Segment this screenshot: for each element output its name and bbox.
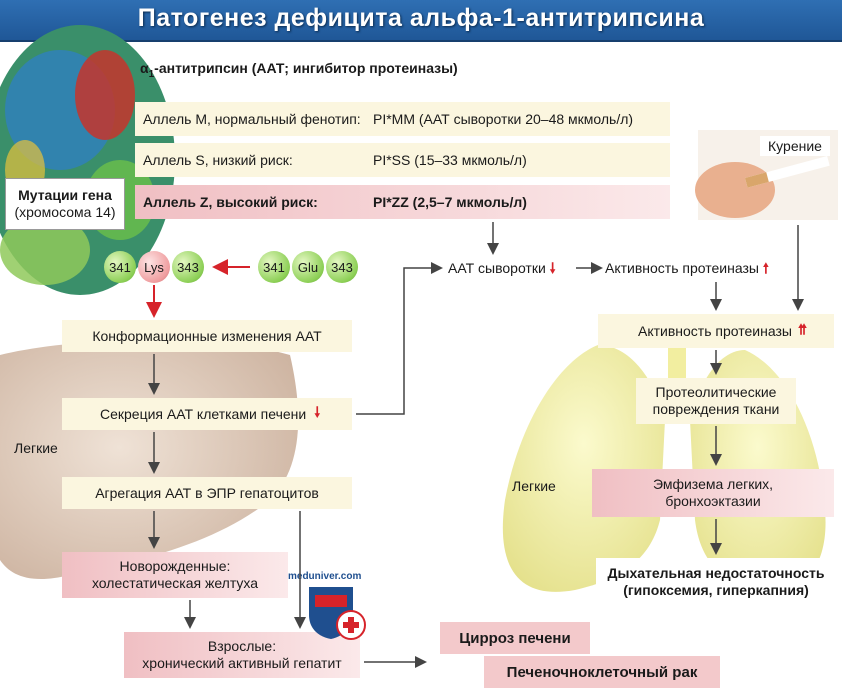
lung-label-left: Легкие xyxy=(14,440,58,456)
cirrhosis-box: Цирроз печени xyxy=(440,622,590,654)
respiratory-failure-box: Дыхательная недостаточность (гипоксемия,… xyxy=(596,558,836,606)
smoking-label: Курение xyxy=(760,136,830,156)
alpha-subscript: 1 xyxy=(148,68,155,80)
newborn-line-1: Новорожденные: xyxy=(119,557,231,574)
proteolytic-box: Протеолитические повреждения ткани xyxy=(636,378,796,424)
meduniver-logo xyxy=(309,587,366,640)
residue-343-lys: 343 xyxy=(172,251,204,283)
proteolytic-line-1: Протеолитические xyxy=(655,383,777,400)
hcc-box: Печеночноклеточный рак xyxy=(484,656,720,688)
allele-row-s: Аллель S, низкий риск: PI*SS (15–33 мкмо… xyxy=(135,143,670,177)
alpha-symbol: α xyxy=(140,60,149,76)
mutation-subtitle: (хромосома 14) xyxy=(14,204,116,220)
residue-341-glu: 341 xyxy=(258,251,290,283)
secretion-box: Секреция ААТ клетками печени 🠗 xyxy=(62,398,352,430)
serum-aat-text: ААТ сыворотки xyxy=(448,260,546,276)
lung-label-right: Легкие xyxy=(512,478,556,494)
residue-343-glu: 343 xyxy=(326,251,358,283)
watermark-text: meduniver.com xyxy=(288,571,362,582)
aat-header-text: -антитрипсин (ААТ; ингибитор протеиназы) xyxy=(154,60,458,76)
newborn-box: Новорожденные: холестатическая желтуха xyxy=(62,552,288,598)
protease-activity-box: Активность протеиназы 🠕🠕 xyxy=(598,314,834,348)
allele-row-z: Аллель Z, высокий риск: PI*ZZ (2,5–7 мкм… xyxy=(135,185,670,219)
adult-box: Взрослые: хронический активный гепатит xyxy=(124,632,360,678)
allele-z-name: Аллель Z, высокий риск: xyxy=(143,194,318,210)
arrow-down-icon: 🠗 xyxy=(314,404,321,420)
residue-lys: Lys xyxy=(138,251,170,283)
allele-s-value: PI*SS (15–33 мкмоль/л) xyxy=(373,152,527,168)
double-arrow-up-icon: 🠕🠕 xyxy=(797,321,807,337)
arrow-down-icon: 🠗 xyxy=(549,260,556,276)
arrow-up-icon: 🠕 xyxy=(762,260,769,276)
emphysema-box: Эмфизема легких, бронхоэктазии xyxy=(592,469,834,517)
mutation-box: Мутации гена (хромосома 14) xyxy=(5,178,125,230)
adult-line-2: хронический активный гепатит xyxy=(142,655,342,671)
allele-s-name: Аллель S, низкий риск: xyxy=(143,152,293,168)
allele-z-value: PI*ZZ (2,5–7 мкмоль/л) xyxy=(373,194,527,210)
aat-header: α1-антитрипсин (ААТ; ингибитор протеиназ… xyxy=(140,60,458,80)
emphysema-line-1: Эмфизема легких, xyxy=(652,475,774,492)
proteolytic-line-2: повреждения ткани xyxy=(652,401,780,417)
resp-failure-line-2: (гипоксемия, гиперкапния) xyxy=(623,582,809,598)
conformational-change-box: Конформационные изменения ААТ xyxy=(62,320,352,352)
secretion-text: Секреция ААТ клетками печени xyxy=(100,406,307,422)
residue-glu: Glu xyxy=(292,251,324,283)
adult-line-1: Взрослые: xyxy=(207,637,277,654)
allele-row-m: Аллель М, нормальный фенотип: PI*MM (ААТ… xyxy=(135,102,670,136)
title-bar xyxy=(0,0,842,42)
mutation-title: Мутации гена xyxy=(18,186,112,203)
page-title: Патогенез дефицита альфа-1-антитрипсина xyxy=(137,4,705,32)
liver-image xyxy=(0,339,299,580)
protease-activity-2-text: Активность протеиназы xyxy=(638,323,792,339)
resp-failure-line-1: Дыхательная недостаточность xyxy=(607,564,825,581)
protease-activity-text: Активность протеиназы xyxy=(605,260,759,276)
newborn-line-2: холестатическая желтуха xyxy=(91,575,259,591)
emphysema-line-2: бронхоэктазии xyxy=(665,493,761,509)
residue-341-lys: 341 xyxy=(104,251,136,283)
protease-activity-label: Активность протеиназы 🠕 xyxy=(605,258,769,282)
aggregation-box: Агрегация ААТ в ЭПР гепатоцитов xyxy=(62,477,352,509)
allele-m-value: PI*MM (ААТ сыворотки 20–48 мкмоль/л) xyxy=(373,111,634,127)
allele-m-name: Аллель М, нормальный фенотип: xyxy=(143,111,361,127)
serum-aat-label: ААТ сыворотки 🠗 xyxy=(448,258,556,282)
